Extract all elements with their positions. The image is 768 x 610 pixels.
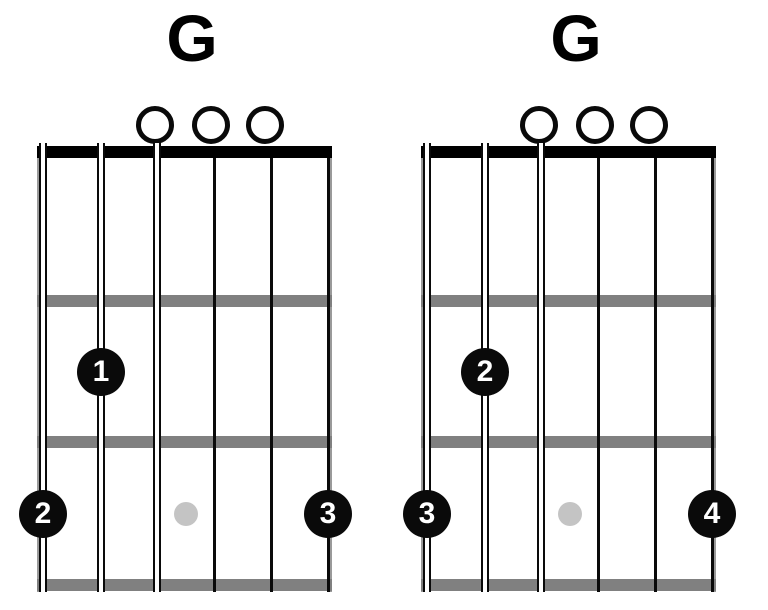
string-4 — [213, 158, 216, 592]
chord-diagram-left: G 1 2 3 — [19, 1, 352, 592]
open-string-marker-string-4 — [192, 106, 230, 144]
fret-line-2 — [421, 436, 716, 448]
string-3 — [537, 143, 545, 592]
finger-dot-string-1-fret-3: 2 — [19, 490, 67, 538]
fretboard-edge-right — [330, 146, 332, 592]
fretboard-edge-right — [714, 146, 716, 592]
string-6 — [711, 158, 714, 592]
finger-dot-string-2-fret-2: 1 — [77, 348, 125, 396]
open-string-marker-string-5 — [630, 106, 668, 144]
open-string-marker-string-5 — [246, 106, 284, 144]
fretboard — [37, 146, 332, 592]
finger-dot-string-6-fret-3: 4 — [688, 490, 736, 538]
fret-line-3 — [421, 579, 716, 591]
fret-line-1 — [421, 295, 716, 307]
chord-name-label: G — [550, 1, 602, 75]
nut — [421, 146, 716, 158]
string-5 — [654, 158, 657, 592]
fret-inlay-dot — [558, 502, 582, 526]
fret-line-3 — [37, 579, 332, 591]
fret-inlay-dot — [174, 502, 198, 526]
string-1 — [423, 143, 431, 592]
string-1 — [39, 143, 47, 592]
fret-line-1 — [37, 295, 332, 307]
fretboard-edge-left — [37, 146, 39, 592]
open-string-marker-string-4 — [576, 106, 614, 144]
fretboard — [421, 146, 716, 592]
finger-dot-string-2-fret-2: 2 — [461, 348, 509, 396]
finger-dot-string-6-fret-3: 3 — [304, 490, 352, 538]
open-string-marker-string-3 — [520, 106, 558, 144]
chord-name-label: G — [166, 1, 218, 75]
chord-diagram-right: G 2 3 4 — [384, 0, 768, 610]
fret-line-2 — [37, 436, 332, 448]
string-3 — [153, 143, 161, 592]
string-5 — [270, 158, 273, 592]
string-4 — [597, 158, 600, 592]
open-string-marker-string-3 — [136, 106, 174, 144]
nut — [37, 146, 332, 158]
string-6 — [327, 158, 330, 592]
fretboard-edge-left — [421, 146, 423, 592]
finger-dot-string-1-fret-3: 3 — [403, 490, 451, 538]
